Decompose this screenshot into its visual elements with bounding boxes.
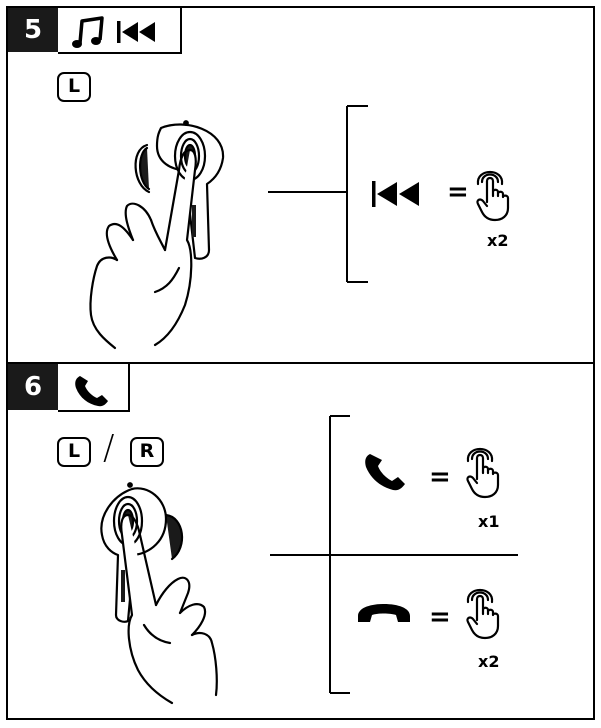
section-divider xyxy=(6,362,595,364)
previous-track-icon xyxy=(372,181,419,207)
step-icon-box xyxy=(58,6,182,54)
bracket-6 xyxy=(270,415,518,694)
music-note-icon xyxy=(72,16,104,48)
phone-hangup-icon xyxy=(358,604,410,622)
tap-hand-icon xyxy=(466,447,500,499)
bracket-5 xyxy=(268,105,368,283)
equals-sign: = xyxy=(429,602,451,632)
phone-answer-icon xyxy=(365,454,405,491)
earbud-hand-illustration xyxy=(89,120,225,350)
tap-hand-icon xyxy=(466,588,500,640)
tap-count: x1 xyxy=(478,512,500,531)
step-number: 6 xyxy=(8,364,58,410)
left-key: L xyxy=(57,437,91,467)
tap-count: x2 xyxy=(478,652,500,671)
step-icon-box xyxy=(58,362,130,412)
equals-sign: = xyxy=(429,462,451,492)
separator-slash: / xyxy=(103,428,115,468)
right-key: R xyxy=(130,437,164,467)
phone-icon xyxy=(75,376,108,407)
left-key: L xyxy=(57,72,91,102)
previous-track-icon xyxy=(117,21,155,43)
earbud-hand-illustration xyxy=(100,482,218,705)
tap-hand-icon xyxy=(476,170,510,222)
step-number: 5 xyxy=(8,8,58,52)
equals-sign: = xyxy=(447,177,469,207)
tap-count: x2 xyxy=(487,231,509,250)
